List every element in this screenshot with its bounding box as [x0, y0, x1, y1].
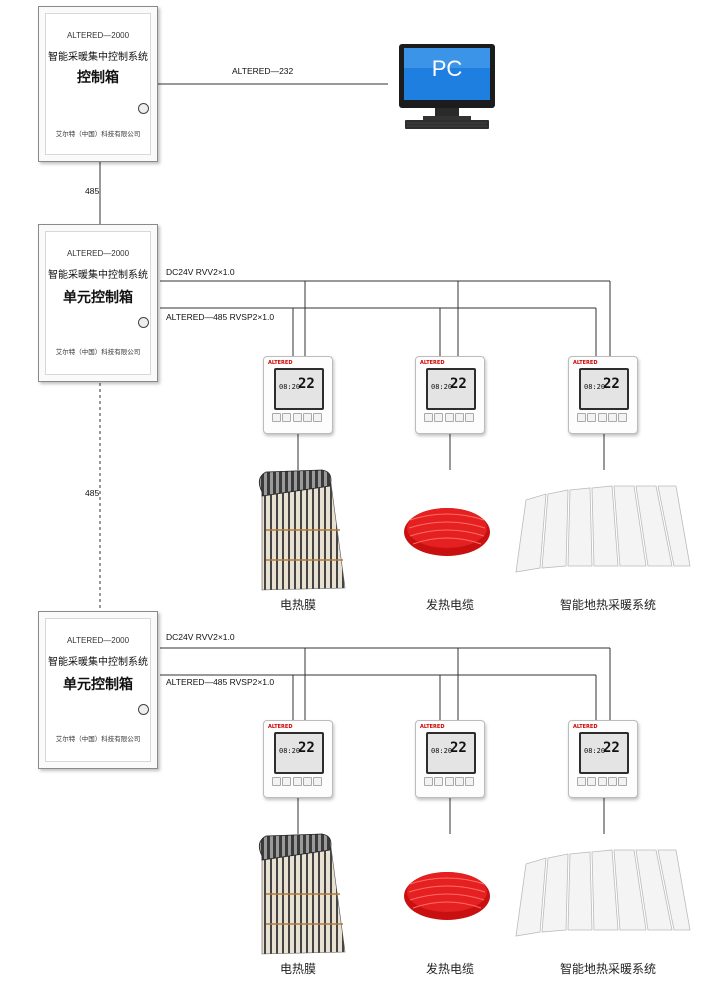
thermostat-brand: ALTERED [573, 360, 598, 366]
power-line-label-1: DC24V RVV2×1.0 [166, 267, 235, 277]
thermostat-temp: 22 [450, 740, 467, 756]
caption-heating-cable-2: 发热电缆 [425, 962, 474, 976]
caption-heating-film-1: 电热膜 [279, 598, 316, 612]
unit-box-title: 单元控制箱 [63, 677, 133, 693]
signal-line-label-2: ALTERED—485 RVSP2×1.0 [166, 677, 275, 687]
unit-box-model: ALTERED—2000 [66, 636, 130, 645]
thermostat-brand: ALTERED [420, 360, 445, 366]
caption-heating-film-2: 电热膜 [279, 962, 316, 976]
main-control-box: ALTERED—2000 智能采暖集中控制系统 控制箱 艾尔特（中国）科技有限公… [38, 6, 158, 162]
thermostat-time: 08:20 [431, 747, 453, 755]
pc-link-label: ALTERED—232 [232, 66, 294, 76]
thermostat-brand: ALTERED [268, 360, 293, 366]
pc-label: PC [431, 56, 463, 81]
main-box-system: 智能采暖集中控制系统 [48, 52, 148, 63]
unit-box-system: 智能采暖集中控制系统 [48, 657, 148, 668]
thermostat-brand: ALTERED [268, 724, 293, 730]
signal-line-label-1: ALTERED—485 RVSP2×1.0 [166, 312, 275, 322]
caption-floor-system-1: 智能地热采暖系统 [559, 598, 656, 612]
monitor-icon [399, 44, 495, 129]
power-line-label-2: DC24V RVV2×1.0 [166, 632, 235, 642]
bus-485-label-a: 485 [85, 186, 100, 196]
pc-computer: PC [397, 42, 497, 132]
thermostat-temp: 22 [450, 376, 467, 392]
thermostat-time: 08:20 [279, 747, 301, 755]
thermostat-brand: ALTERED [420, 724, 445, 730]
caption-heating-cable-1: 发热电缆 [425, 598, 474, 612]
unit-box-title: 单元控制箱 [63, 290, 133, 306]
unit-box-company: 艾尔特（中国）科技有限公司 [55, 735, 141, 743]
unit-control-box-2: ALTERED—2000 智能采暖集中控制系统 单元控制箱 艾尔特（中国）科技有… [38, 611, 158, 769]
thermostat-temp: 22 [298, 740, 315, 756]
thermostat-time: 08:20 [431, 383, 453, 391]
main-box-title: 控制箱 [77, 70, 119, 86]
unit-box-company: 艾尔特（中国）科技有限公司 [55, 348, 141, 356]
thermostat-brand: ALTERED [573, 724, 598, 730]
unit-box-system: 智能采暖集中控制系统 [48, 270, 148, 281]
main-box-model: ALTERED—2000 [66, 31, 130, 40]
unit-control-box-1: ALTERED—2000 智能采暖集中控制系统 单元控制箱 艾尔特（中国）科技有… [38, 224, 158, 382]
lock-icon [138, 103, 149, 114]
bus-485-label-b: 485 [85, 488, 100, 498]
caption-floor-system-2: 智能地热采暖系统 [559, 962, 656, 976]
thermostat-temp: 22 [603, 740, 620, 756]
thermostat-temp: 22 [603, 376, 620, 392]
lock-icon [138, 317, 149, 328]
thermostat-time: 08:20 [584, 383, 606, 391]
thermostat-temp: 22 [298, 376, 315, 392]
main-box-company: 艾尔特（中国）科技有限公司 [55, 130, 141, 138]
unit-box-model: ALTERED—2000 [66, 249, 130, 258]
thermostat-time: 08:20 [279, 383, 301, 391]
lock-icon [138, 704, 149, 715]
thermostat-time: 08:20 [584, 747, 606, 755]
